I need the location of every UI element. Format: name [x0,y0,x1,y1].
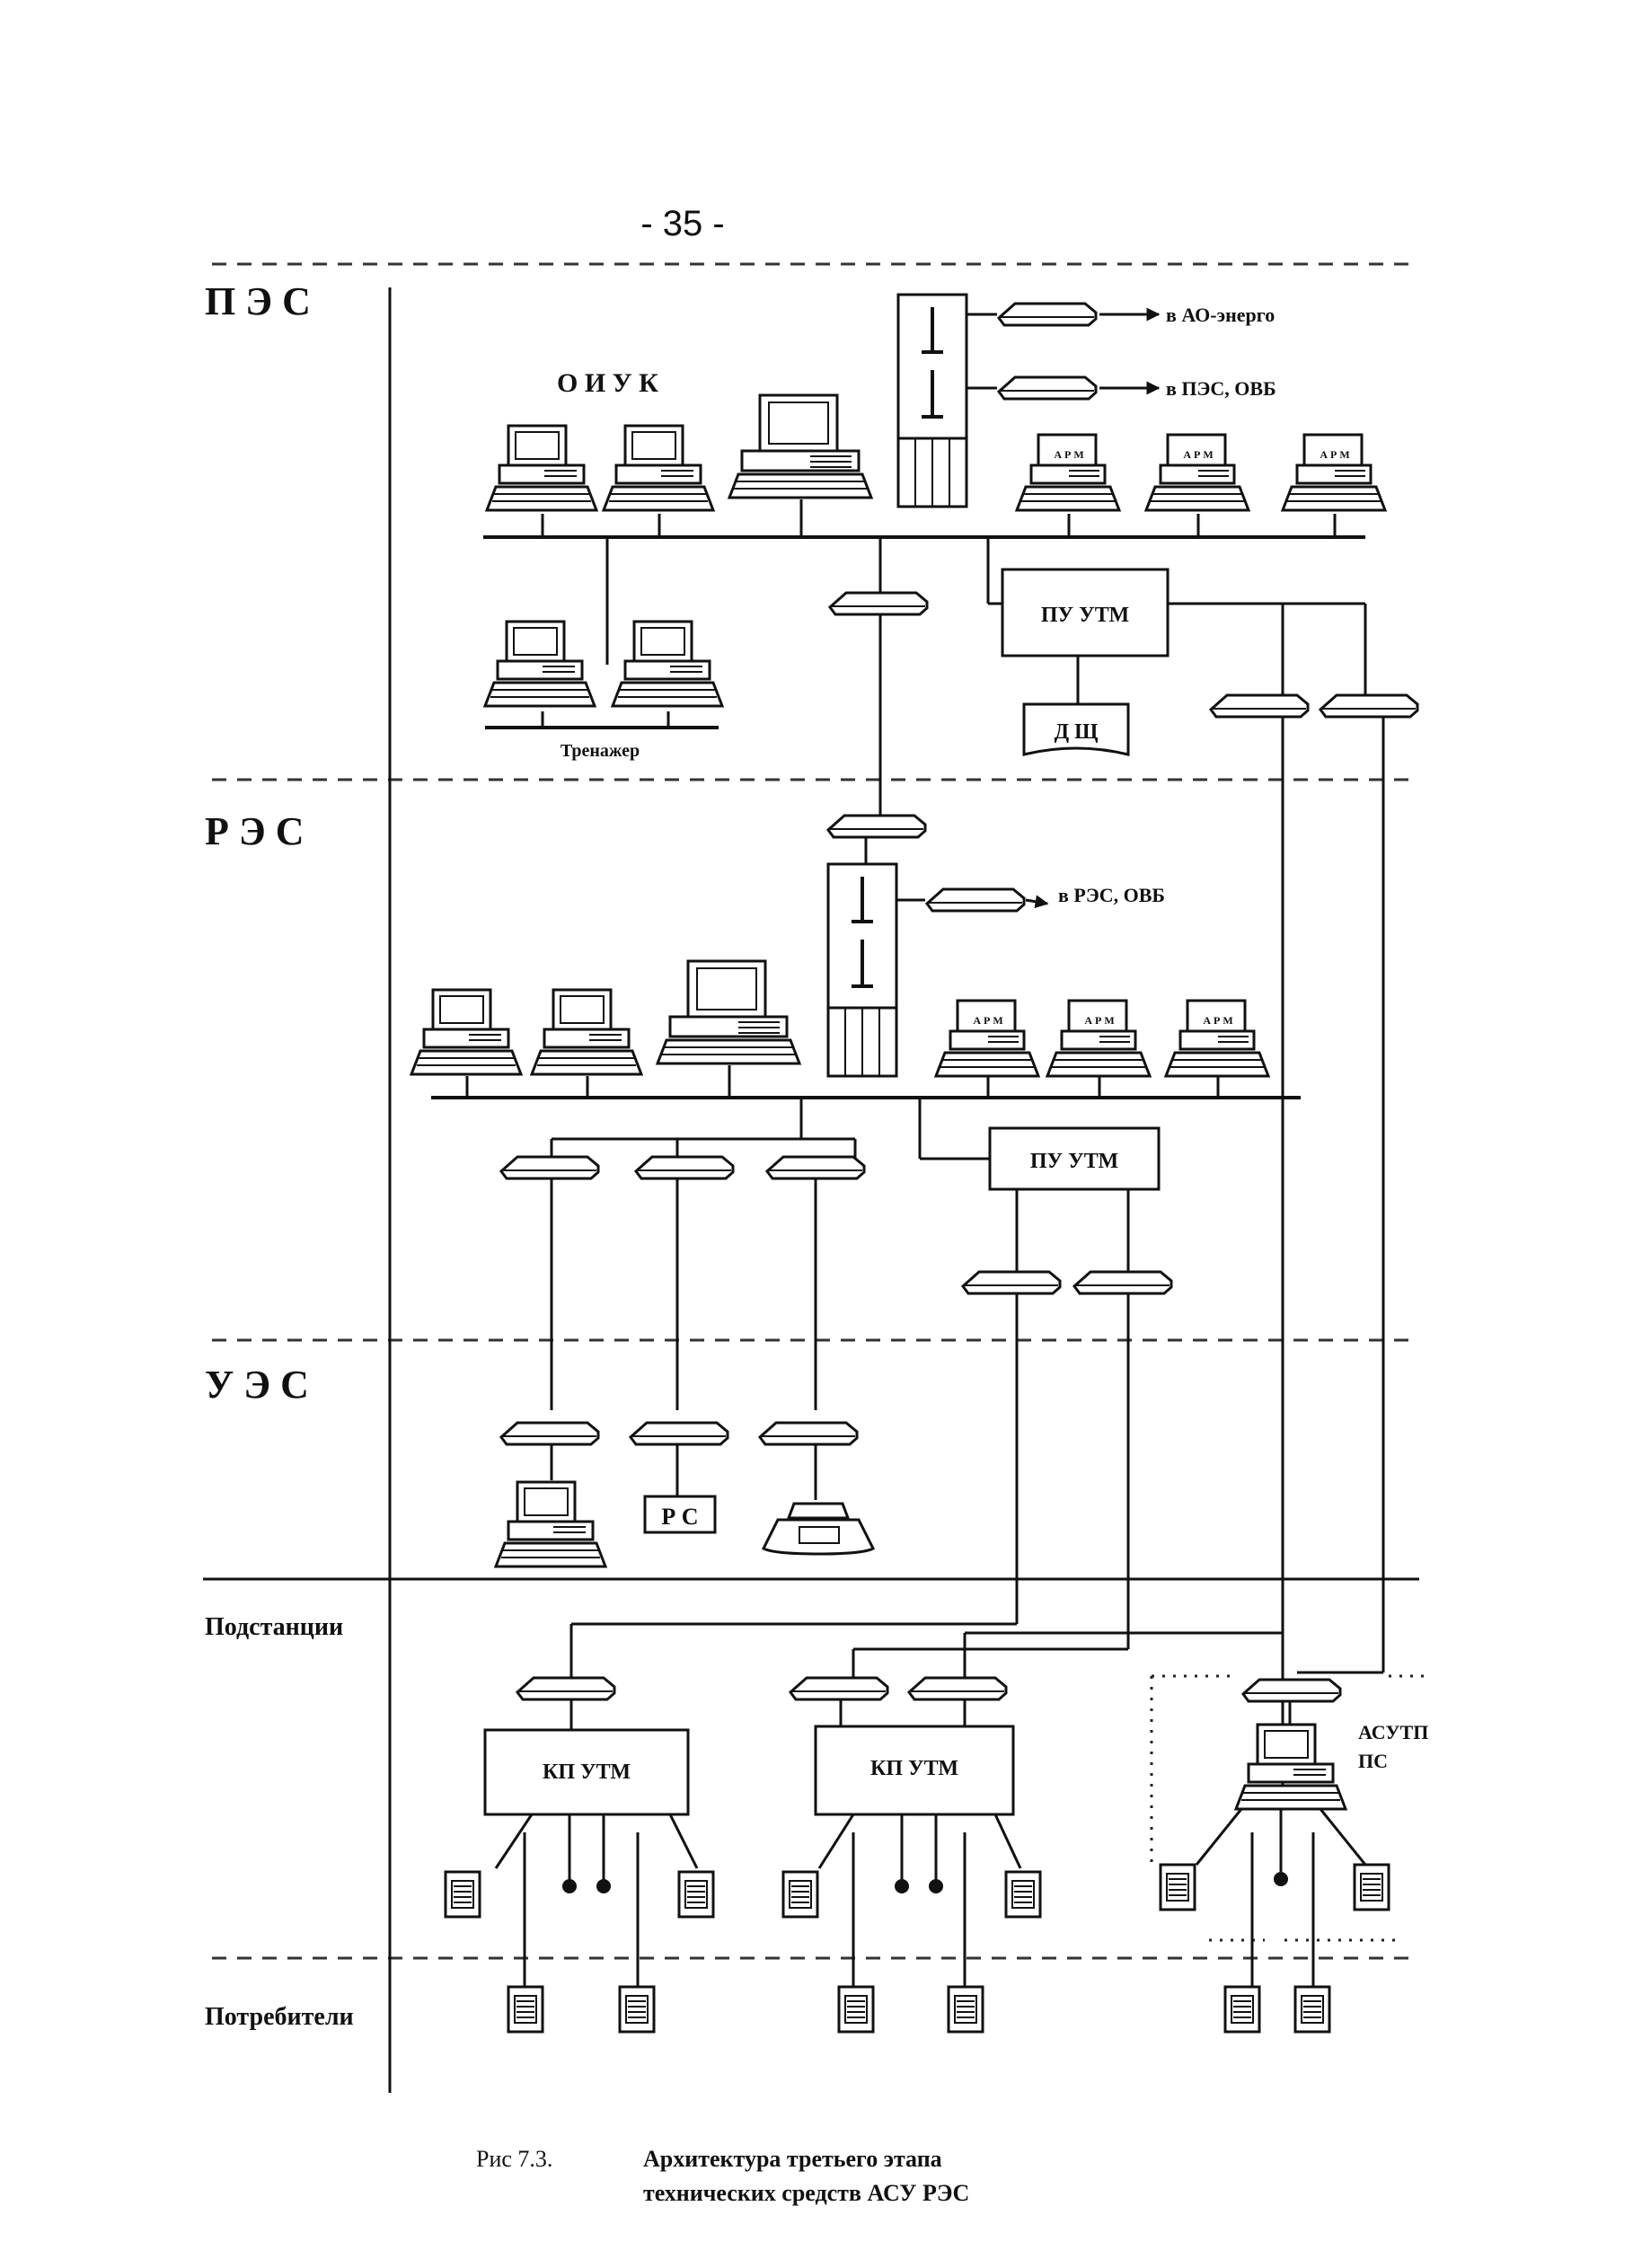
kp-utm-2-label: КП УТМ [870,1757,958,1780]
to-pes-ovb-label: в ПЭС, ОВБ [1166,377,1276,400]
kp-utm-1-label: КП УТМ [543,1761,631,1784]
asutp-boundary [1150,1674,1428,1942]
pes-res-link-modem-upper [828,591,929,616]
pes-modem-pu-2 [1319,693,1419,719]
pes-rack [896,293,968,508]
signal-point [1274,1872,1288,1886]
arm-label: А Р М [1183,448,1213,461]
res-terminal-1 [410,988,523,1076]
kp-utm-1 [483,1728,690,1816]
substation-modem-3 [907,1676,1008,1701]
telephone-icon [761,1502,876,1556]
substation-meter [677,1870,715,1919]
pes-arm-2 [1144,433,1250,512]
level-label-res: Р Э С [205,809,305,853]
figure-caption-line-1: Архитектура третьего этапа [643,2146,942,2172]
consumer-meter [837,1985,875,2034]
pes-arm-3 [1281,433,1387,512]
substation-modem-1 [516,1676,616,1701]
trainer-label: Тренажер [561,741,640,761]
ues-modem-1 [499,1421,600,1446]
consumer-meter [1223,1985,1261,2034]
asutp-label-2: ПС [1358,1750,1388,1772]
oiuk-workstation [728,393,873,499]
oiuk-label: О И У К [557,368,658,398]
figure-caption-line-2: технических средств АСУ РЭС [643,2180,969,2206]
trainer-terminal-2 [611,620,724,708]
arm-label: А Р М [1054,448,1083,461]
pes-arm-1 [1015,433,1121,512]
res-pu-modem-1 [961,1270,1062,1295]
substations-level: КП УТМ КП УТМ АСУТП ПС [444,1622,1428,1942]
rs-box [643,1495,717,1534]
ues-terminal [494,1480,607,1568]
level-label-ues: У Э С [205,1363,309,1407]
kp-utm-2 [814,1725,1015,1816]
signal-point [596,1879,611,1893]
res-modem-3 [765,1155,866,1180]
oiuk-terminal-2 [602,424,715,512]
level-separators [203,262,1419,1960]
consumer-meter [947,1985,984,2034]
substation-meter [444,1870,481,1919]
res-terminal-2 [530,988,643,1076]
substation-meter [1004,1870,1042,1919]
signal-point [895,1879,909,1893]
pes-modem-pes-ovb [997,375,1098,401]
consumer-meter [1293,1985,1331,2034]
signal-point [562,1879,577,1893]
signal-point [929,1879,943,1893]
res-workstation [656,959,801,1065]
pes-res-link-modem-lower [826,814,927,839]
level-label-substations: Подстанции [205,1613,343,1641]
figure-number: Рис 7.3. [476,2146,552,2172]
substation-modem-4 [1241,1678,1342,1703]
asutp-label-1: АСУТП [1358,1721,1428,1743]
pes-pu-utm-label: ПУ УТМ [1041,604,1129,627]
arm-label: А Р М [1320,448,1349,461]
rs-label: Р С [661,1504,698,1530]
pes-pu-utm [1001,568,1170,657]
dsch-display [1022,702,1130,756]
substation-meter [781,1870,819,1919]
arm-label: А Р М [973,1014,1002,1027]
pes-modem-pu-1 [1209,693,1310,719]
level-label-pes: П Э С [205,279,311,323]
pes-modem-ao-energo [997,302,1098,327]
consumer-meter [507,1985,544,2034]
trainer-terminal-1 [483,620,596,708]
res-modem-2 [634,1155,735,1180]
arm-label: А Р М [1203,1014,1232,1027]
consumer-meter [618,1985,656,2034]
arm-label: А Р М [1084,1014,1114,1027]
res-level: в РЭС, ОВБ А Р М А Р М А Р М ПУ УТМ [410,814,1301,1649]
to-ao-energo-label: в АО-энерго [1166,304,1275,326]
res-modem-1 [499,1155,600,1180]
ues-modem-2 [629,1421,729,1446]
res-pu-modem-2 [1072,1270,1173,1295]
oiuk-terminal-1 [485,424,598,512]
res-rack [826,862,898,1078]
consumers-level [507,1832,1331,2034]
to-res-ovb-label: в РЭС, ОВБ [1058,884,1165,906]
substation-meter [1353,1863,1390,1911]
res-arm-1 [934,999,1040,1078]
dsch-label: Д Щ [1055,720,1099,744]
ues-modem-3 [758,1421,859,1446]
ues-level: Р С [494,1421,876,1568]
res-pu-utm [988,1126,1161,1191]
level-label-consumers: Потребители [205,2003,354,2031]
substation-modem-2 [789,1676,889,1701]
res-modem-res-ovb [925,887,1026,913]
res-arm-3 [1164,999,1270,1078]
substation-meter [1159,1863,1196,1911]
page-number: - 35 - [640,204,724,243]
res-arm-2 [1046,999,1152,1078]
res-pu-utm-label: ПУ УТМ [1030,1150,1118,1173]
pes-level: О И У К в АО-энерго в ПЭС, ОВБ А Р М А Р… [483,293,1419,1796]
asutp-terminal [1234,1723,1347,1811]
